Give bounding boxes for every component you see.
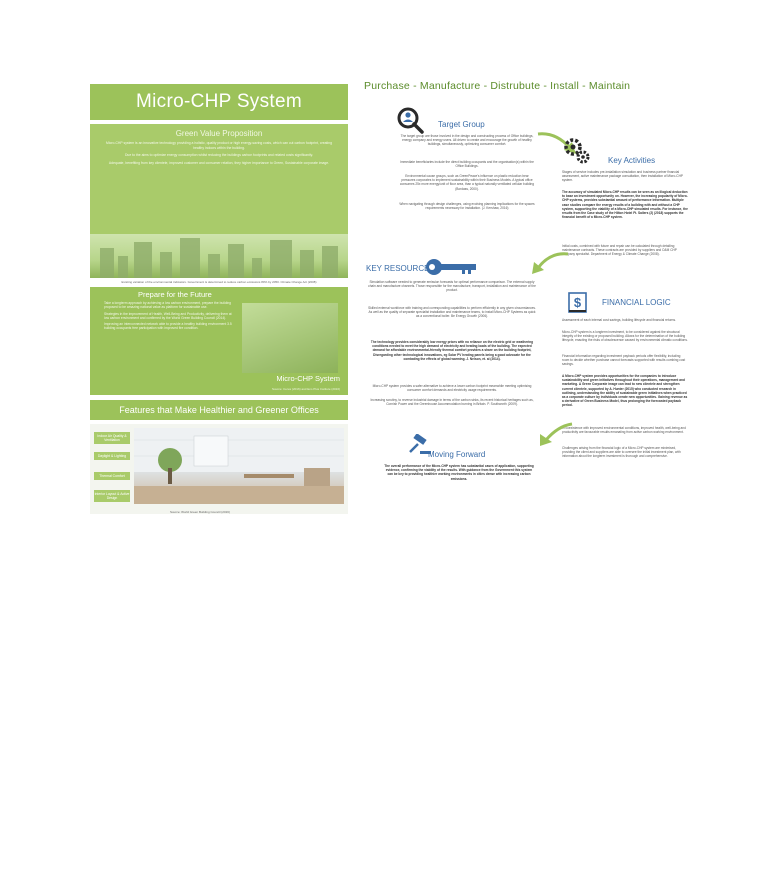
- gvp-text-2: Due to the aims to optimize energy consu…: [124, 153, 314, 158]
- target-text-3: Environmental cause groups, such as Gree…: [399, 174, 535, 191]
- gvp-text-3: Adequate, benefiting from key clientele,…: [108, 160, 330, 165]
- finance-text-5: In coexistence with improved environment…: [562, 426, 686, 435]
- resources-text-2: Skilled external workforce with training…: [368, 306, 536, 319]
- activities-text-2: The accuracy of simulated Micro-CHP resu…: [562, 190, 688, 220]
- gvp-caption: Existing variation of the environmental …: [121, 280, 317, 284]
- left-column: Micro-CHP System Green Value Proposition…: [90, 84, 348, 514]
- finance-text-4: A Micro-CHP system provides opportunitie…: [562, 374, 688, 408]
- target-text-4: When navigating through design challenge…: [399, 202, 535, 211]
- features-panel: Indoor Air Quality & Ventilation Dayligh…: [90, 424, 348, 514]
- target-text-1: The target group are those involved in t…: [400, 134, 534, 147]
- resources-text-4: Micro-CHP system provides a safer altern…: [372, 384, 532, 393]
- financial-logic-title: FINANCIAL LOGIC: [602, 298, 671, 307]
- gvp-text-1: Micro-CHP system is an innovative techno…: [106, 141, 332, 150]
- pff-heading: Prepare for the Future: [138, 290, 212, 299]
- activities-text-1: Stages of service includes pre-installat…: [562, 170, 683, 183]
- city-skyline-image: [90, 234, 348, 278]
- poster-title: Micro-CHP System: [90, 84, 348, 120]
- gvp-heading: Green Value Proposition: [175, 129, 263, 138]
- feature-label-layout: Interior Layout & Active Design: [94, 490, 130, 502]
- flow-arrow-3: [540, 422, 573, 446]
- pff-system-label: Micro-CHP System: [276, 374, 340, 383]
- gavel-icon: [409, 434, 431, 454]
- key-resources-title: KEY RESOURCES: [366, 264, 435, 273]
- feature-label-thermal: Thermal Comfort: [94, 472, 130, 480]
- dollar-document-icon: $: [568, 292, 587, 313]
- moving-forward-title: Moving Forward: [428, 450, 486, 459]
- poster: Micro-CHP System Green Value Proposition…: [78, 74, 698, 530]
- finance-text-3: Financial information regarding investme…: [562, 354, 686, 367]
- features-caption: Source: World Green Building Council (20…: [170, 510, 230, 514]
- gears-icon: [564, 138, 590, 164]
- micro-chp-diagram-image: [242, 303, 338, 373]
- feature-label-air: Indoor Air Quality & Ventilation: [94, 432, 130, 444]
- value-chain-slogan: Purchase - Manufacture - Distrubute - In…: [364, 80, 631, 92]
- office-interior-image: [134, 428, 344, 504]
- svg-text:$: $: [574, 295, 582, 310]
- target-group-title: Target Group: [438, 120, 485, 129]
- finance-text-2: Micro-CHP system is a longterm investmen…: [562, 330, 688, 343]
- features-heading: Features that Make Healthier and Greener…: [90, 400, 348, 420]
- key-activities-title: Key Activities: [608, 156, 656, 165]
- forward-text-1: The overall performance of the Micro-CHP…: [384, 464, 534, 481]
- key-icon: [426, 259, 476, 275]
- pff-text-3: Improving an interconnected network able…: [104, 322, 232, 331]
- resources-text-3: The technology provides considerably low…: [370, 340, 534, 361]
- resources-text-5: Increasing scrutiny, to reverse industri…: [370, 398, 534, 407]
- pff-source: Source: Ceres (2016) and Eco Plus Instit…: [271, 387, 340, 391]
- flow-arrow-2: [532, 252, 569, 274]
- activities-text-3: Initial costs, combined with future and …: [562, 244, 677, 257]
- pff-text-2: Strategies in the improvement of Health,…: [104, 311, 232, 320]
- prepare-for-future: Prepare for the Future Take a longterm a…: [90, 287, 348, 395]
- magnifier-people-icon: [397, 107, 424, 134]
- pff-text-1: Take a longterm approach by achieving a …: [104, 301, 232, 310]
- finance-text-1: Assessment of each internal cost savings…: [562, 318, 676, 322]
- finance-text-6: Challenges arising from the financial lo…: [562, 446, 681, 459]
- target-text-2: Immediate beneficiaries include the dire…: [400, 160, 534, 169]
- resources-text-1: Simulation software needed to generate e…: [368, 280, 536, 293]
- feature-label-daylight: Daylight & Lighting: [94, 452, 130, 460]
